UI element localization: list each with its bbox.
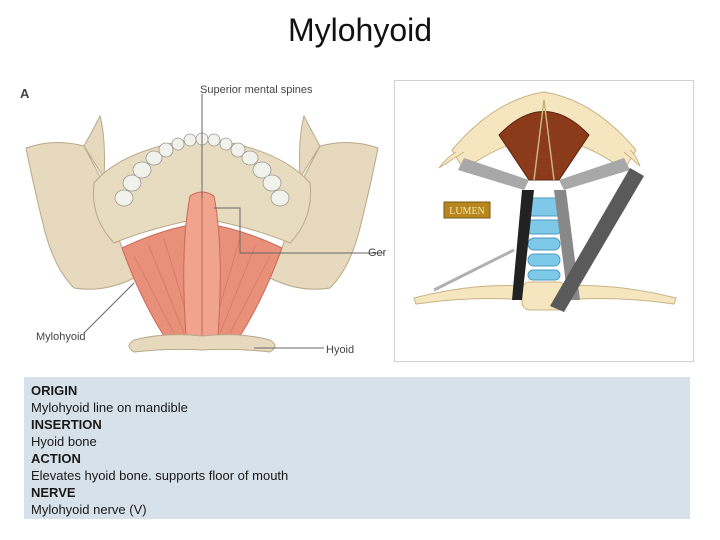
- mylohyoid-anatomy-illustration: A Superi: [20, 84, 387, 356]
- diagram-long-strap: [550, 168, 644, 312]
- action-text: Elevates hyoid bone. supports floor of m…: [31, 468, 289, 483]
- lumen-watermark: LUMEN: [449, 206, 485, 217]
- diagram-mylohyoid: [498, 111, 590, 181]
- muscle-info-box: ORIGIN Mylohyoid line on mandible INSERT…: [24, 377, 690, 519]
- mylohyoid-schematic-diagram: LUMEN: [394, 80, 694, 362]
- label-mylohyoid: Mylohyoid: [36, 331, 86, 343]
- diagram-dark-strap: [512, 190, 534, 300]
- lumen-watermark-box: [443, 201, 491, 219]
- hyoid-bone: [128, 334, 276, 353]
- label-gen: Ger: [368, 247, 387, 259]
- diagram-strap-left: [458, 158, 529, 190]
- label-hyoid: Hyoid: [326, 344, 354, 356]
- action-heading: ACTION: [31, 451, 81, 466]
- origin-heading: ORIGIN: [31, 383, 78, 398]
- panel-letter: A: [20, 86, 30, 101]
- insertion-heading: INSERTION: [31, 417, 102, 432]
- nerve-heading: NERVE: [31, 485, 76, 500]
- origin-text: Mylohyoid line on mandible: [31, 400, 188, 415]
- diagram-larynx: [521, 197, 567, 281]
- left-coronoid: [83, 114, 105, 180]
- nerve-text: Mylohyoid nerve (V): [31, 502, 147, 517]
- label-superior-mental-spines: Superior mental spines: [200, 84, 313, 96]
- diagram-strap-right: [559, 158, 630, 190]
- teeth: [114, 132, 290, 207]
- right-coronoid: [299, 114, 321, 180]
- slide-title: Mylohyoid: [287, 12, 433, 48]
- insertion-text: Hyoid bone: [31, 434, 97, 449]
